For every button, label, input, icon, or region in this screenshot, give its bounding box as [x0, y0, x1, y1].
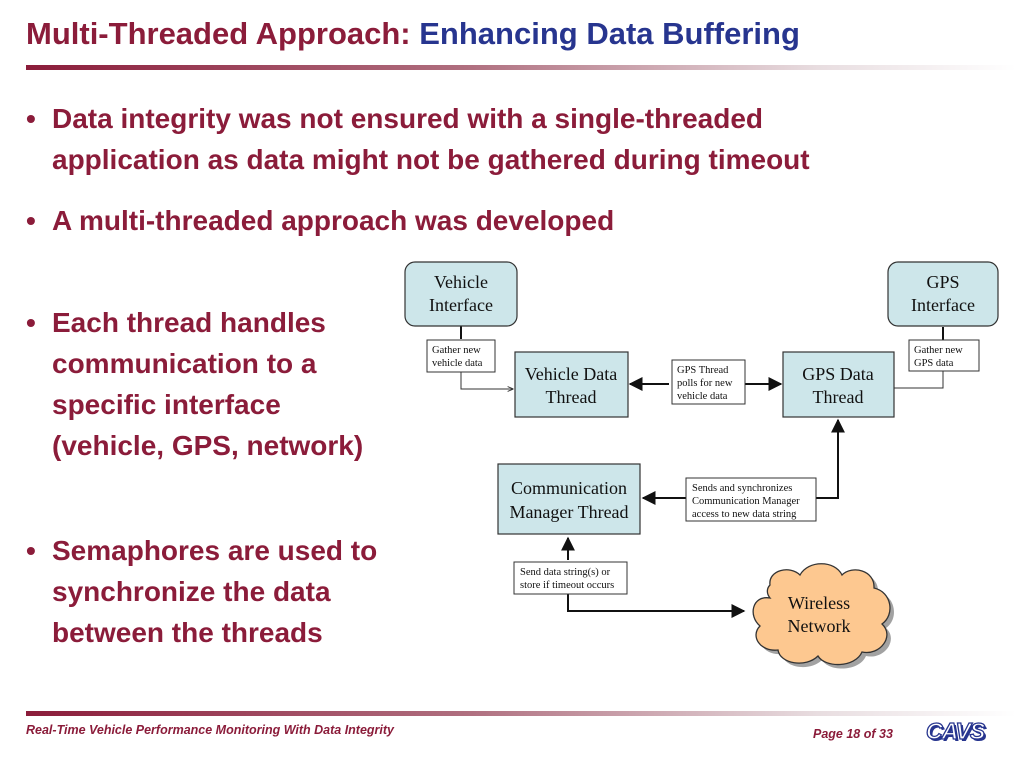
bullet-line: synchronize the data [52, 576, 331, 607]
note-text: Gather new [432, 345, 481, 356]
note-gps-thread-polls: GPS Thread polls for new vehicle data [671, 359, 746, 405]
bullet-semaphores: • Semaphores are used to synchronize the… [26, 530, 377, 653]
bullet-line: application as data might not be gathere… [52, 144, 810, 175]
communication-manager-thread-box: Communication Manager Thread [497, 463, 641, 535]
note-text: access to new data string [692, 509, 797, 520]
vehicle-interface-box: Vehicle Interface [404, 261, 518, 327]
bullet-marker: • [26, 535, 36, 566]
bullet-thread-interface: • Each thread handles communication to a… [26, 302, 363, 466]
bullet-line: (vehicle, GPS, network) [52, 430, 364, 461]
vehicle-data-thread-box: Vehicle Data Thread [514, 351, 629, 418]
slide-title: Multi-Threaded Approach: Enhancing Data … [26, 16, 800, 52]
bullet-single-thread: • Data integrity was not ensured with a … [26, 98, 810, 180]
box-label: Manager Thread [509, 502, 628, 522]
note-text: Sends and synchronizes [692, 483, 792, 494]
page-number: Page 18 of 33 [813, 727, 893, 741]
bullet-marker: • [26, 205, 36, 236]
note-sends-synchronizes: Sends and synchronizes Communication Man… [685, 477, 817, 522]
box-label: Vehicle [434, 272, 488, 292]
note-text: GPS data [914, 358, 954, 369]
box-label: Thread [813, 387, 864, 407]
note-text: vehicle data [677, 391, 728, 402]
box-label: Interface [429, 295, 493, 315]
bullet-line: specific interface [52, 389, 281, 420]
logo-text: CAVS [926, 718, 986, 744]
title-part-2: Enhancing Data Buffering [419, 16, 800, 51]
arrow-gps-thread-sync [816, 418, 845, 499]
note-text: Send data string(s) or [520, 567, 611, 578]
note-text: GPS Thread [677, 365, 729, 376]
bullet-line: Semaphores are used to [52, 535, 378, 566]
gps-interface-box: GPS Interface [887, 261, 999, 327]
note-gather-gps-data: Gather new GPS data [908, 339, 980, 372]
box-label: Communication [511, 478, 627, 498]
box-label: GPS Data [802, 364, 874, 384]
bullet-line: between the threads [52, 617, 323, 648]
title-divider [26, 65, 1016, 70]
bullet-line: A multi-threaded approach was developed [52, 205, 615, 236]
bullet-line: Data integrity was not ensured with a si… [52, 103, 764, 134]
logo-text: CAVS [928, 720, 988, 746]
bullet-marker: • [26, 307, 36, 338]
connector-gather-vehicle [460, 372, 513, 389]
footer-divider [26, 711, 1016, 716]
connector-gather-gps [878, 371, 944, 388]
note-text: vehicle data [432, 358, 483, 369]
bullet-line: communication to a [52, 348, 317, 379]
note-gather-vehicle-data: Gather new vehicle data [426, 339, 496, 373]
bullet-marker: • [26, 103, 36, 134]
note-send-data-string: Send data string(s) or store if timeout … [513, 561, 628, 595]
box-label: GPS [926, 272, 959, 292]
cavs-logo: CAVS CAVS [925, 717, 989, 746]
title-part-1: Multi-Threaded Approach: [26, 16, 411, 51]
arrow-to-wireless [567, 594, 746, 618]
cloud-label: Wireless [788, 593, 850, 613]
bullet-line: Each thread handles [52, 307, 326, 338]
bullet-multi-thread: • A multi-threaded approach was develope… [26, 200, 614, 241]
note-text: Communication Manager [692, 496, 800, 507]
footer-presentation-title: Real-Time Vehicle Performance Monitoring… [26, 723, 395, 737]
gps-data-thread-box: GPS Data Thread [782, 351, 895, 418]
note-text: polls for new [677, 378, 733, 389]
note-text: Gather new [914, 345, 963, 356]
note-text: store if timeout occurs [520, 580, 614, 591]
box-label: Interface [911, 295, 975, 315]
cloud-label: Network [788, 616, 851, 636]
box-label: Thread [546, 387, 597, 407]
wireless-network-cloud: Wireless Network [752, 563, 894, 669]
box-label: Vehicle Data [525, 364, 617, 384]
